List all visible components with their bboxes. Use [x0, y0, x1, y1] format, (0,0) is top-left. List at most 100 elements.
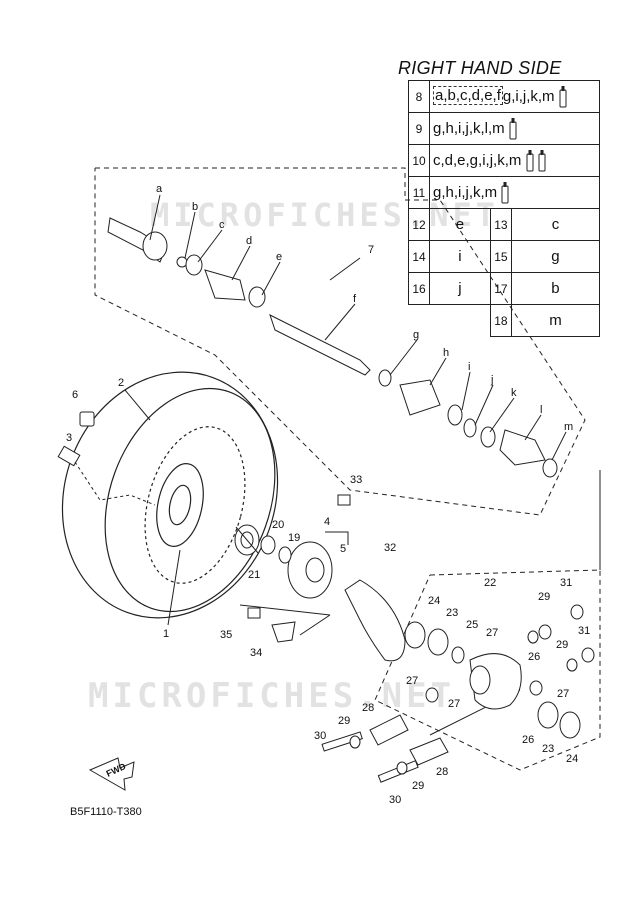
- grease-tube-icon: [559, 85, 567, 107]
- callout-label: 29: [538, 591, 550, 603]
- grease-tube-icon: [509, 117, 517, 139]
- wheel-hub: [287, 541, 333, 599]
- callout-label: 7: [368, 244, 374, 256]
- callout-label: 26: [528, 651, 540, 663]
- callout-label: j: [490, 374, 493, 386]
- kit-contents: c,d,e,g,i,j,k,m: [429, 144, 600, 177]
- callout-label: 32: [384, 542, 396, 554]
- callout-label: h: [443, 347, 449, 359]
- callout-label: g: [413, 329, 419, 341]
- callout-label: 26: [522, 734, 534, 746]
- wheel-bearing: [234, 524, 260, 556]
- callout-label: 28: [362, 702, 374, 714]
- watermark: MICROFICHES.NET: [88, 676, 456, 716]
- callout-label: 27: [486, 627, 498, 639]
- kit-number: 12: [408, 208, 430, 241]
- callout-label: l: [540, 404, 542, 416]
- drive-shaft-assembly: [107, 217, 558, 478]
- callout-label: 30: [389, 794, 401, 806]
- oil-seal: [278, 546, 292, 564]
- callout-label: 27: [448, 698, 460, 710]
- assembly-outline-22: [374, 569, 601, 771]
- callout-label: 35: [220, 629, 232, 641]
- callout-label: 29: [412, 780, 424, 792]
- callout-label: 24: [566, 753, 578, 765]
- reference-code: B5F1110-T380: [70, 806, 142, 818]
- callout-label: c: [219, 219, 225, 231]
- kit-contents-part: c,d,e,g,i,j,k,m: [433, 151, 522, 169]
- forward-arrow-icon: FWD: [88, 757, 135, 791]
- grease-tube-icon: [526, 149, 534, 171]
- callout-label: f: [353, 293, 357, 305]
- leader-line: [299, 614, 331, 636]
- callout-label: 33: [350, 474, 362, 486]
- page-title: RIGHT HAND SIDE: [398, 58, 562, 78]
- callout-label: b: [192, 201, 198, 213]
- callout-label: 27: [557, 688, 569, 700]
- callout-label: 31: [578, 625, 590, 637]
- kit-contents: i: [429, 240, 491, 273]
- assembly-outline-7: [94, 167, 586, 516]
- kit-contents-part: a,b,c,d,e,f: [433, 86, 503, 106]
- kit-number: 16: [408, 272, 430, 305]
- steering-knuckle: [321, 604, 595, 783]
- spacer: [260, 535, 276, 555]
- kit-number: 14: [408, 240, 430, 273]
- callout-label: i: [468, 361, 470, 373]
- kit-number: 10: [408, 144, 430, 177]
- table-row: 16 j 17 b: [408, 272, 601, 305]
- callout-label: 2: [118, 377, 124, 389]
- callout-label: 24: [428, 595, 440, 607]
- callout-label: 21: [248, 569, 260, 581]
- kit-contents-part: g,h,i,j,k,m: [433, 183, 498, 201]
- kit-number: 13: [489, 208, 512, 241]
- callout-label: 3: [66, 432, 72, 444]
- callout-label: 27: [406, 675, 418, 687]
- callout-label: 34: [250, 647, 262, 659]
- callout-label: 30: [314, 730, 326, 742]
- callout-label: 23: [446, 607, 458, 619]
- callout-labels: a b c d e f g h i j k l m 1 2 3 4 5 6 7 …: [66, 183, 590, 806]
- lug-nut: [79, 411, 95, 427]
- table-row: 11 g,h,i,j,k,m: [408, 176, 600, 209]
- callout-label: 29: [556, 639, 568, 651]
- bolt: [247, 607, 261, 619]
- callout-leaders: [124, 194, 567, 626]
- callout-label: m: [564, 421, 573, 433]
- table-row: 10 c,d,e,g,i,j,k,m: [408, 144, 600, 177]
- callout-label: 4: [324, 516, 330, 528]
- table-row: 18 m: [409, 304, 601, 337]
- kit-number: 11: [408, 176, 430, 209]
- callout-label: 6: [72, 389, 78, 401]
- wheel-stud: [57, 445, 81, 467]
- table-row: 12 e 13 c: [408, 208, 601, 241]
- brake-disc: [344, 579, 406, 662]
- kit-contents: g: [510, 240, 601, 273]
- callout-label: 23: [542, 743, 554, 755]
- grease-tube-icon: [501, 181, 509, 203]
- callout-label: 25: [466, 619, 478, 631]
- kit-contents: g,h,i,j,k,m: [429, 176, 600, 209]
- sensor-bracket: [271, 621, 296, 643]
- callout-label: 29: [338, 715, 350, 727]
- callout-label: k: [511, 387, 517, 399]
- callout-label: 5: [340, 543, 346, 555]
- callout-label: 19: [288, 532, 300, 544]
- callout-label: 1: [163, 628, 169, 640]
- tire: [61, 371, 279, 619]
- kit-contents: b: [510, 272, 601, 305]
- bracket-4: [325, 531, 349, 545]
- callout-label: 20: [272, 519, 284, 531]
- kit-contents-part: g,i,j,k,m: [502, 87, 555, 105]
- kit-contents: m: [510, 304, 601, 337]
- callout-label: 31: [560, 577, 572, 589]
- kit-contents: c: [510, 208, 601, 241]
- leader-line: [74, 461, 156, 506]
- bolt: [337, 494, 351, 506]
- callout-label: 28: [436, 766, 448, 778]
- callout-label: e: [276, 251, 282, 263]
- grease-tube-icon: [538, 149, 546, 171]
